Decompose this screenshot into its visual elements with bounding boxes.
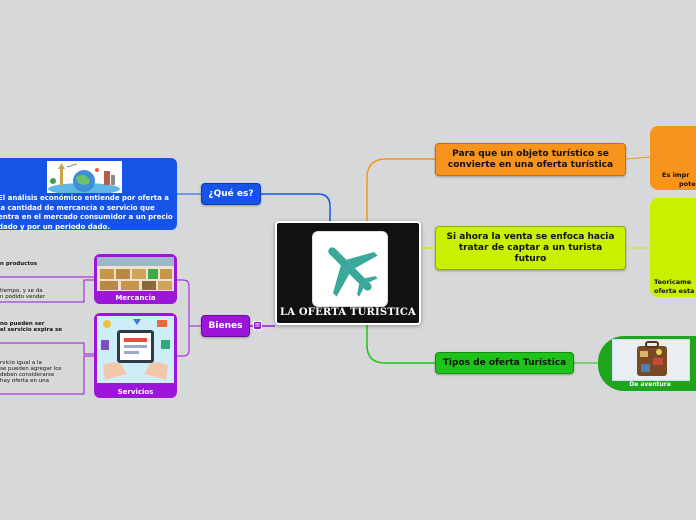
servicios-caption: Servicios (117, 388, 154, 396)
subtopic-orange-text-2: pote (679, 180, 696, 188)
topic-que-es[interactable]: ¿Qué es? (201, 183, 261, 205)
mercancia-note-2-line-1[interactable]: tiempo, y se da (0, 288, 43, 294)
mercancia-note-1[interactable]: n productos (0, 261, 38, 267)
world-travel-image (47, 161, 122, 195)
subtopic-servicios[interactable]: Servicios (94, 313, 177, 398)
servicios-note-2-line-1[interactable]: rvicio igual a la (0, 360, 42, 366)
que-es-detail-node[interactable]: El análisis económico entiende por ofert… (0, 158, 177, 231)
topic-bienes[interactable]: Bienes (201, 315, 250, 337)
servicios-note-2-line-3[interactable]: deben considerarse (0, 372, 55, 378)
central-topic[interactable]: LA OFERTA TURÍSTICA (275, 221, 421, 325)
servicios-note-1-line-1[interactable]: no pueden ser (0, 321, 45, 327)
subtopic-lime-text-1: Teoricame (654, 278, 692, 286)
subtopic-orange-importancia[interactable]: Es impr pote (650, 126, 696, 190)
airplane-icon (312, 231, 388, 307)
subtopic-mercancia[interactable]: Mercancía (94, 254, 177, 304)
servicios-note-1-line-2[interactable]: el servicio expira se (0, 327, 62, 333)
mercancia-note-2-line-2[interactable]: n podido vender (0, 294, 45, 300)
aventura-caption: De aventura (629, 381, 671, 388)
subtopic-lime-text-2: oferta esta (654, 287, 695, 295)
servicios-note-2-line-2[interactable]: se pueden agregar los (0, 366, 62, 372)
warehouse-image (97, 257, 174, 291)
subtopic-lime-teoria[interactable]: Teoricame oferta esta (650, 198, 696, 297)
central-title: LA OFERTA TURÍSTICA (280, 307, 416, 318)
topic-objeto-turistico[interactable]: Para que un objeto turístico se conviert… (435, 143, 626, 176)
booking-tablet-image (97, 316, 174, 383)
que-es-detail-text: El análisis económico entiende por ofert… (0, 194, 173, 231)
subtopic-orange-text-1: Es impr (662, 171, 690, 179)
collapse-icon[interactable]: ≡ (253, 321, 262, 330)
servicios-note-2-line-4[interactable]: hay oferta en una (0, 378, 50, 384)
suitcase-image (612, 339, 690, 381)
topic-tipos-oferta[interactable]: Tipos de oferta Turística (435, 352, 574, 374)
mercancia-caption: Mercancía (115, 294, 156, 302)
topic-venta-turista-futuro[interactable]: Si ahora la venta se enfoca hacia tratar… (435, 226, 626, 270)
subtopic-de-aventura[interactable]: De aventura (598, 336, 696, 391)
